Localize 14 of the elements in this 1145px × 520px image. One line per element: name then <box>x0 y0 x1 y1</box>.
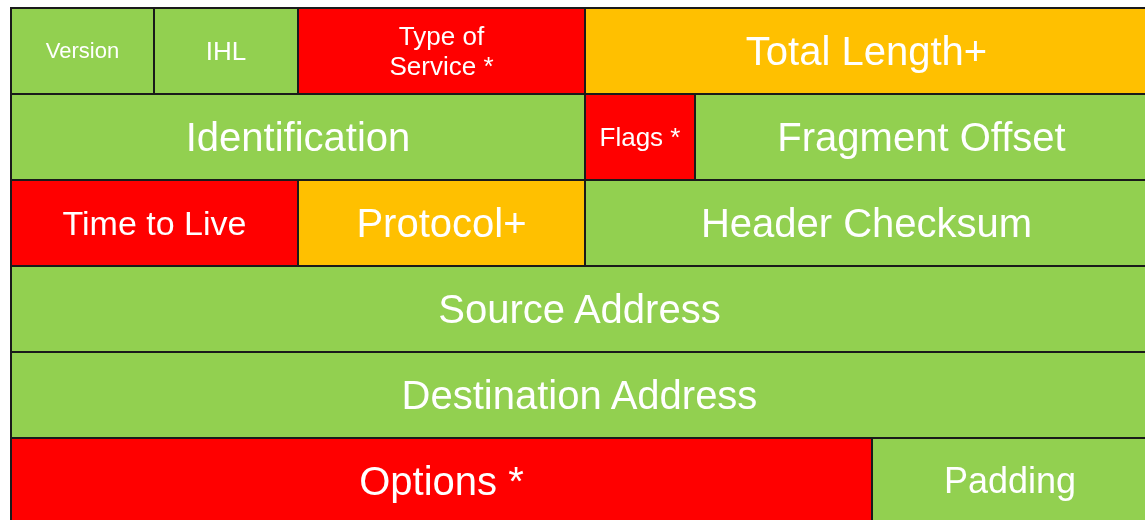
header-field: Version <box>10 7 155 95</box>
header-field: Padding <box>871 437 1145 520</box>
header-field: Total Length+ <box>584 7 1145 95</box>
header-field: Options * <box>10 437 873 520</box>
header-field: Fragment Offset <box>694 93 1145 181</box>
header-field: Header Checksum <box>584 179 1145 267</box>
header-field: Time to Live <box>10 179 299 267</box>
header-field: Protocol+ <box>297 179 586 267</box>
header-field: IHL <box>153 7 299 95</box>
header-field: Flags * <box>584 93 696 181</box>
header-field: Destination Address <box>10 351 1145 439</box>
header-field: Identification <box>10 93 586 181</box>
header-field: Source Address <box>10 265 1145 353</box>
header-field: Type of Service * <box>297 7 586 95</box>
